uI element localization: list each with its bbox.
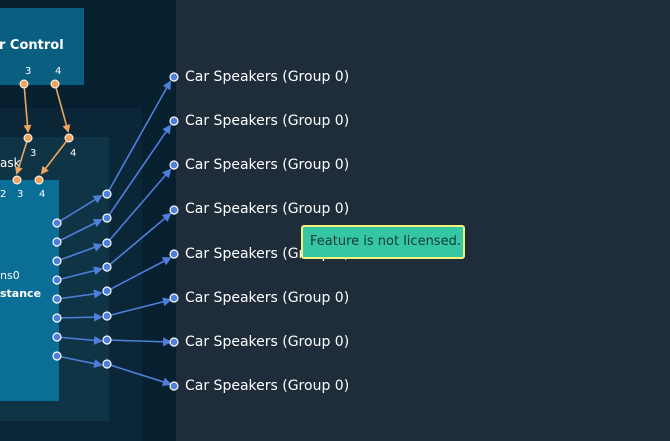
orange-port[interactable] [64, 133, 74, 143]
output-label[interactable]: Car Speakers (Group 0) [185, 290, 350, 306]
mid-port[interactable] [102, 335, 112, 345]
output-port[interactable] [169, 205, 179, 215]
orange-connections [14, 83, 71, 175]
blue-connection [106, 124, 172, 219]
mid-port[interactable] [102, 262, 112, 272]
blue-connection [106, 337, 172, 347]
pin-label: 3 [17, 189, 24, 200]
instance-port[interactable] [52, 256, 62, 266]
orange-port[interactable] [19, 79, 29, 89]
instance-port[interactable] [52, 218, 62, 228]
blue-connection [106, 212, 172, 268]
orange-connection [14, 137, 29, 175]
orange-port[interactable] [23, 133, 33, 143]
blue-connection [106, 257, 172, 292]
blue-connections-outer [106, 80, 172, 387]
mid-port[interactable] [102, 286, 112, 296]
blue-connection [106, 297, 172, 317]
blue-connection [56, 194, 103, 224]
output-port[interactable] [169, 337, 179, 347]
output-label[interactable]: Car Speakers (Group 0) [185, 334, 350, 350]
orange-ports [12, 79, 74, 185]
blue-connection [56, 289, 103, 300]
output-label[interactable]: Car Speakers (Group 0) [185, 113, 350, 129]
mid-port[interactable] [102, 359, 112, 369]
blue-connection [106, 363, 172, 387]
instance-port[interactable] [52, 313, 62, 323]
license-tooltip: Feature is not licensed. [301, 225, 465, 259]
pin-label: 4 [70, 148, 77, 159]
blue-connection [56, 219, 103, 243]
output-label[interactable]: Car Speakers (Group 0) [185, 378, 350, 394]
orange-port[interactable] [34, 175, 44, 185]
output-port[interactable] [169, 293, 179, 303]
blue-connection [106, 168, 172, 244]
mid-port[interactable] [102, 238, 112, 248]
blue-connection [106, 80, 171, 195]
blue-connection [56, 266, 103, 281]
pin-label: 3 [25, 66, 32, 77]
instance-port[interactable] [52, 351, 62, 361]
orange-connection [23, 83, 32, 133]
orange-port[interactable] [12, 175, 22, 185]
output-port[interactable] [169, 160, 179, 170]
orange-port[interactable] [50, 79, 60, 89]
control-node-title: r Control [0, 38, 64, 53]
output-label[interactable]: Car Speakers (Group 0) [185, 69, 350, 85]
instance-node-subtitle: ns0 [0, 269, 20, 282]
instance-port[interactable] [52, 294, 62, 304]
orange-connection [40, 137, 70, 175]
mid-port[interactable] [102, 213, 112, 223]
output-port[interactable] [169, 249, 179, 259]
pin-label: 2 [0, 189, 7, 200]
blue-connection [56, 355, 103, 369]
orange-connection [54, 83, 71, 133]
output-port[interactable] [169, 116, 179, 126]
instance-node-title: stance [0, 287, 42, 300]
pin-label: 4 [55, 66, 62, 77]
mid-port[interactable] [102, 311, 112, 321]
pin-label: 4 [39, 189, 46, 200]
blue-ports [52, 72, 179, 391]
instance-node[interactable]: ns0 stance [0, 180, 59, 401]
blue-connection [56, 312, 103, 322]
output-port[interactable] [169, 72, 179, 82]
mid-port[interactable] [102, 189, 112, 199]
instance-port[interactable] [52, 275, 62, 285]
output-port[interactable] [169, 381, 179, 391]
blue-connection [56, 243, 103, 262]
pin-label: 3 [30, 148, 37, 159]
output-label[interactable]: Car Speakers (Group 0) [185, 157, 350, 173]
instance-port[interactable] [52, 332, 62, 342]
output-label[interactable]: Car Speakers (Group 0) [185, 201, 350, 217]
blue-connections-inner [56, 194, 103, 369]
instance-port[interactable] [52, 237, 62, 247]
blue-connection [56, 335, 103, 345]
control-node[interactable]: r Control [0, 8, 84, 85]
